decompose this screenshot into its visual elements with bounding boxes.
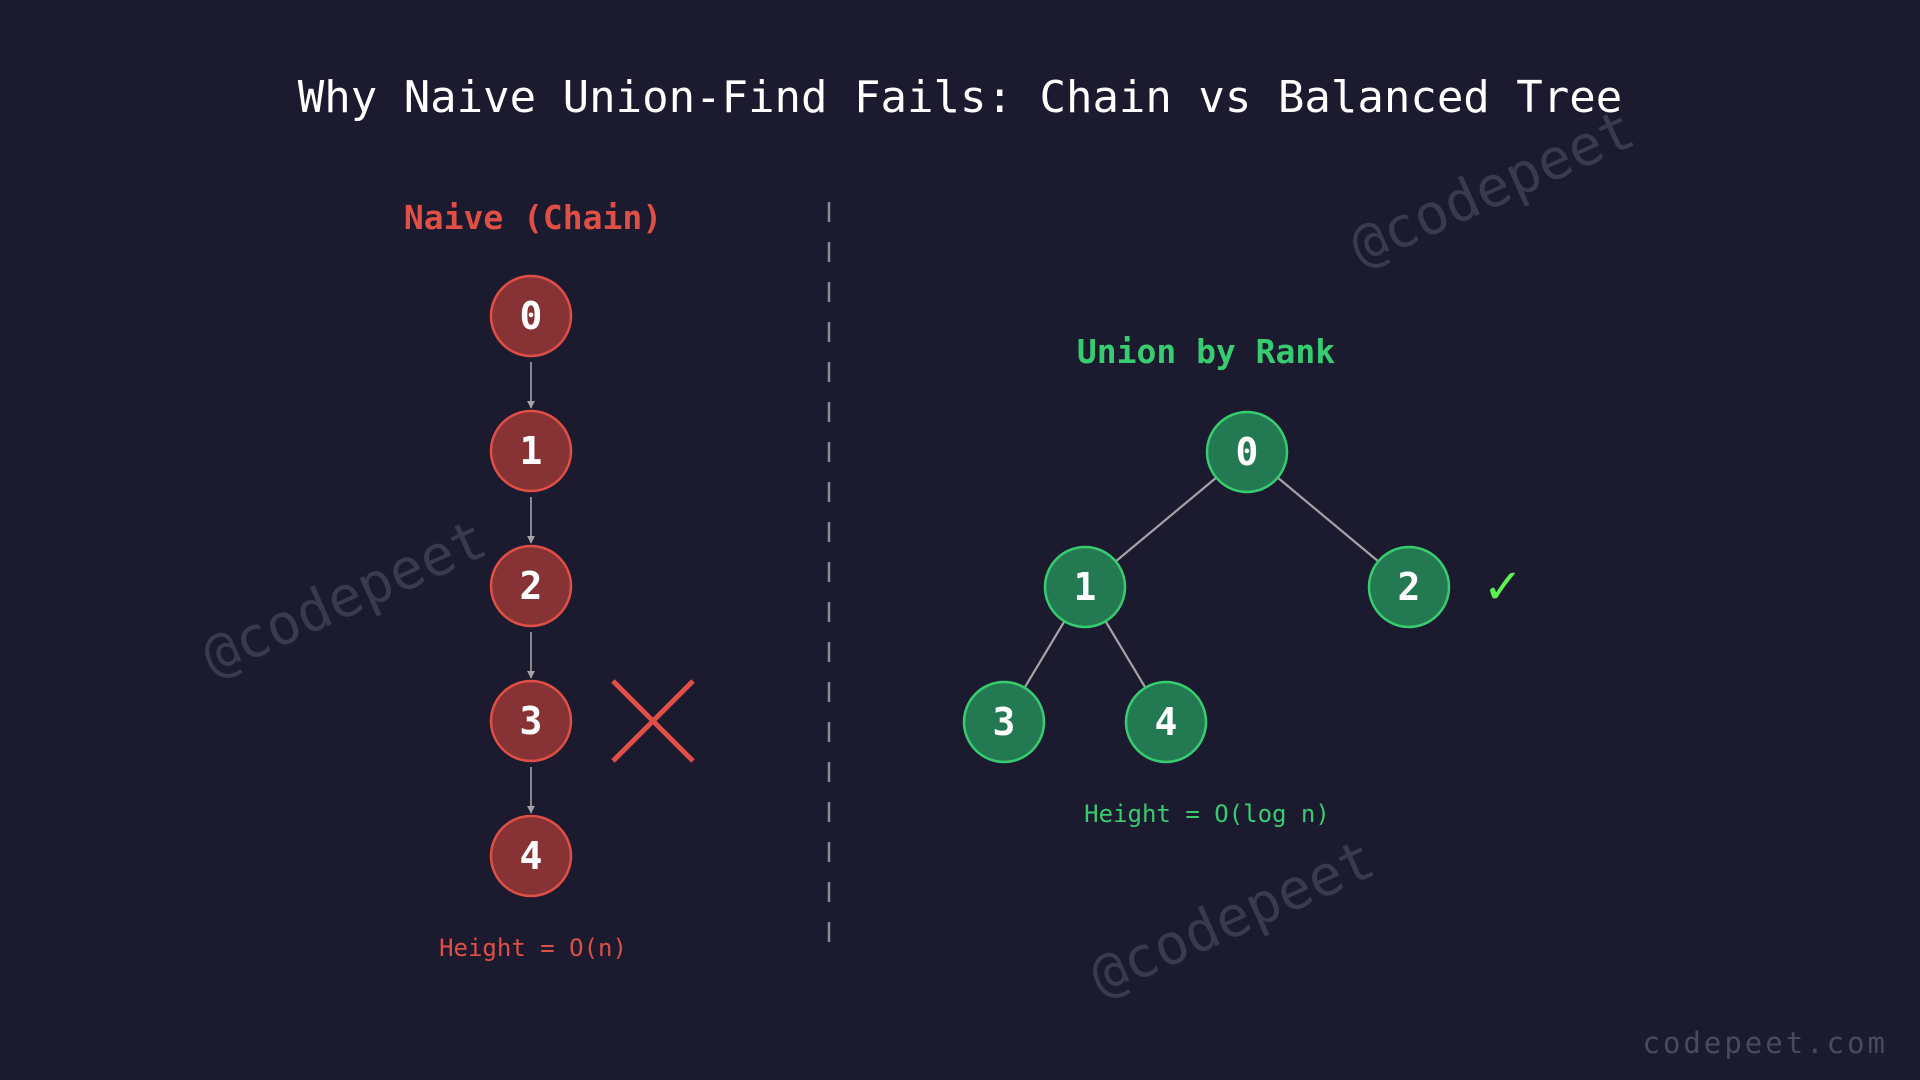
rank-node-1: 1 [1043, 545, 1127, 629]
naive-node-label: 0 [520, 294, 543, 338]
rank-height-caption: Height = O(log n) [1084, 800, 1330, 828]
naive-panel: Naive (Chain) 0 1 2 3 4 Height = O(n) [404, 198, 695, 962]
naive-node-0: 0 [489, 274, 573, 358]
rank-node-4: 4 [1124, 680, 1208, 764]
rank-edge-r0-r2 [1277, 476, 1379, 563]
naive-nodes: 0 1 2 3 4 [489, 274, 573, 898]
naive-node-1: 1 [489, 409, 573, 493]
rank-panel: Union by Rank 0 1 2 3 4 ✓ Height = O(log n) [962, 332, 1523, 828]
naive-node-label: 2 [520, 564, 543, 608]
naive-node-circle [489, 409, 573, 493]
rank-panel-title: Union by Rank [1077, 332, 1335, 371]
rank-node-circle [962, 680, 1046, 764]
rank-node-0: 0 [1205, 410, 1289, 494]
rank-nodes: 0 1 2 3 4 [962, 410, 1451, 764]
naive-node-2: 2 [489, 544, 573, 628]
naive-node-circle [489, 544, 573, 628]
naive-node-circle [489, 679, 573, 763]
rank-node-label: 0 [1236, 430, 1259, 474]
naive-node-4: 4 [489, 814, 573, 898]
naive-node-label: 1 [520, 429, 543, 473]
rank-node-2: 2 [1367, 545, 1451, 629]
diagram-title: Why Naive Union-Find Fails: Chain vs Bal… [298, 72, 1623, 123]
footer-site: codepeet.com [1642, 1026, 1888, 1060]
rank-node-circle [1367, 545, 1451, 629]
naive-node-circle [489, 814, 573, 898]
rank-edge-r0-r1 [1115, 476, 1217, 563]
cross-icon [611, 679, 695, 763]
naive-node-label: 3 [520, 699, 543, 743]
rank-node-circle [1043, 545, 1127, 629]
checkmark-icon: ✓ [1483, 559, 1523, 615]
rank-node-label: 1 [1074, 565, 1097, 609]
rank-node-label: 4 [1155, 700, 1178, 744]
naive-panel-title: Naive (Chain) [404, 198, 662, 237]
naive-node-label: 4 [520, 834, 543, 878]
cross-stroke-2 [611, 679, 695, 763]
naive-node-3: 3 [489, 679, 573, 763]
naive-node-circle [489, 274, 573, 358]
rank-node-3: 3 [962, 680, 1046, 764]
rank-node-label: 2 [1398, 565, 1421, 609]
naive-height-caption: Height = O(n) [439, 934, 627, 962]
rank-edges [1023, 476, 1379, 689]
rank-node-circle [1205, 410, 1289, 494]
rank-node-circle [1124, 680, 1208, 764]
rank-node-label: 3 [993, 700, 1016, 744]
rank-edge-r1-r4 [1104, 620, 1147, 689]
rank-edge-r1-r3 [1023, 620, 1066, 689]
